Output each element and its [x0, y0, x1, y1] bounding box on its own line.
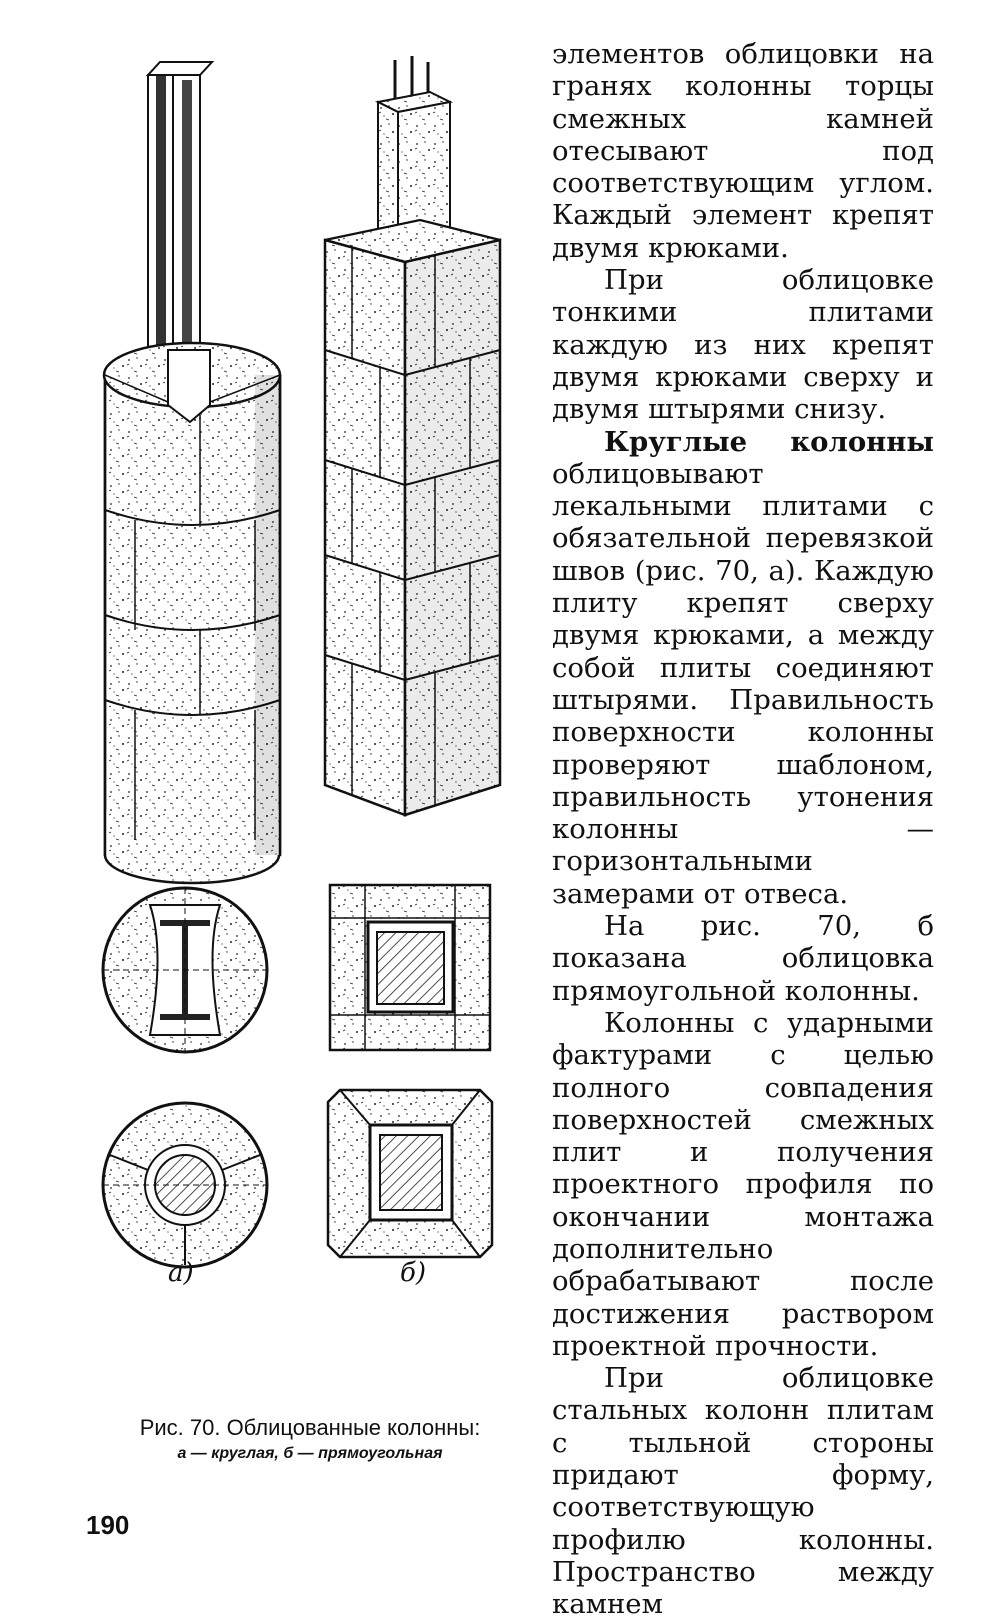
paragraph: На рис. 70, б показана облицовка прямоуг…: [552, 910, 934, 1007]
figure-caption: Рис. 70. Облицованные колонны: а — кругл…: [120, 1414, 500, 1467]
paragraph-text: На рис. 70, б показана облицовка прямоуг…: [552, 910, 934, 1007]
round-section-round-core: [101, 1101, 269, 1269]
paragraph-text: элементов облицовки на гранях колонны то…: [552, 38, 934, 264]
page-number: 190: [86, 1510, 130, 1540]
square-section-2: [326, 1088, 494, 1259]
paragraph-text: При облицовке тонкими плитами каждую из …: [552, 264, 934, 426]
paragraph: элементов облицовки на гранях колонны то…: [552, 38, 934, 264]
paragraph-text: При облицовке стальных колонн плитам с т…: [552, 1362, 934, 1621]
round-column-drawing: [102, 61, 282, 885]
rectangular-column-drawing: [323, 56, 502, 817]
paragraph: Колонны с ударными фактурами с целью пол…: [552, 1007, 934, 1362]
paragraph: Круглые колонны облицовывают лекальными …: [552, 426, 934, 910]
figure-label-b: б): [400, 1258, 427, 1288]
paragraph: При облицовке стальных колонн плитам с т…: [552, 1362, 934, 1620]
paragraph-text: Колонны с ударными фактурами с целью пол…: [552, 1006, 934, 1362]
paragraph: При облицовке тонкими плитами каждую из …: [552, 264, 934, 425]
body-text: элементов облицовки на гранях колонны то…: [552, 38, 934, 1621]
square-section-1: [328, 883, 492, 1052]
paragraph-bold-term: Круглые колонны: [604, 425, 934, 458]
figure-70-illustration: [101, 56, 502, 1269]
caption-title: Рис. 70. Облицованные колонны:: [139, 1415, 481, 1440]
round-section-i-beam: [101, 886, 269, 1054]
caption-legend: а — круглая, б — прямоугольная: [177, 1445, 443, 1462]
figure-label-a: а): [168, 1258, 194, 1288]
paragraph-text: облицовывают лекальными плитами с обязат…: [552, 457, 934, 910]
